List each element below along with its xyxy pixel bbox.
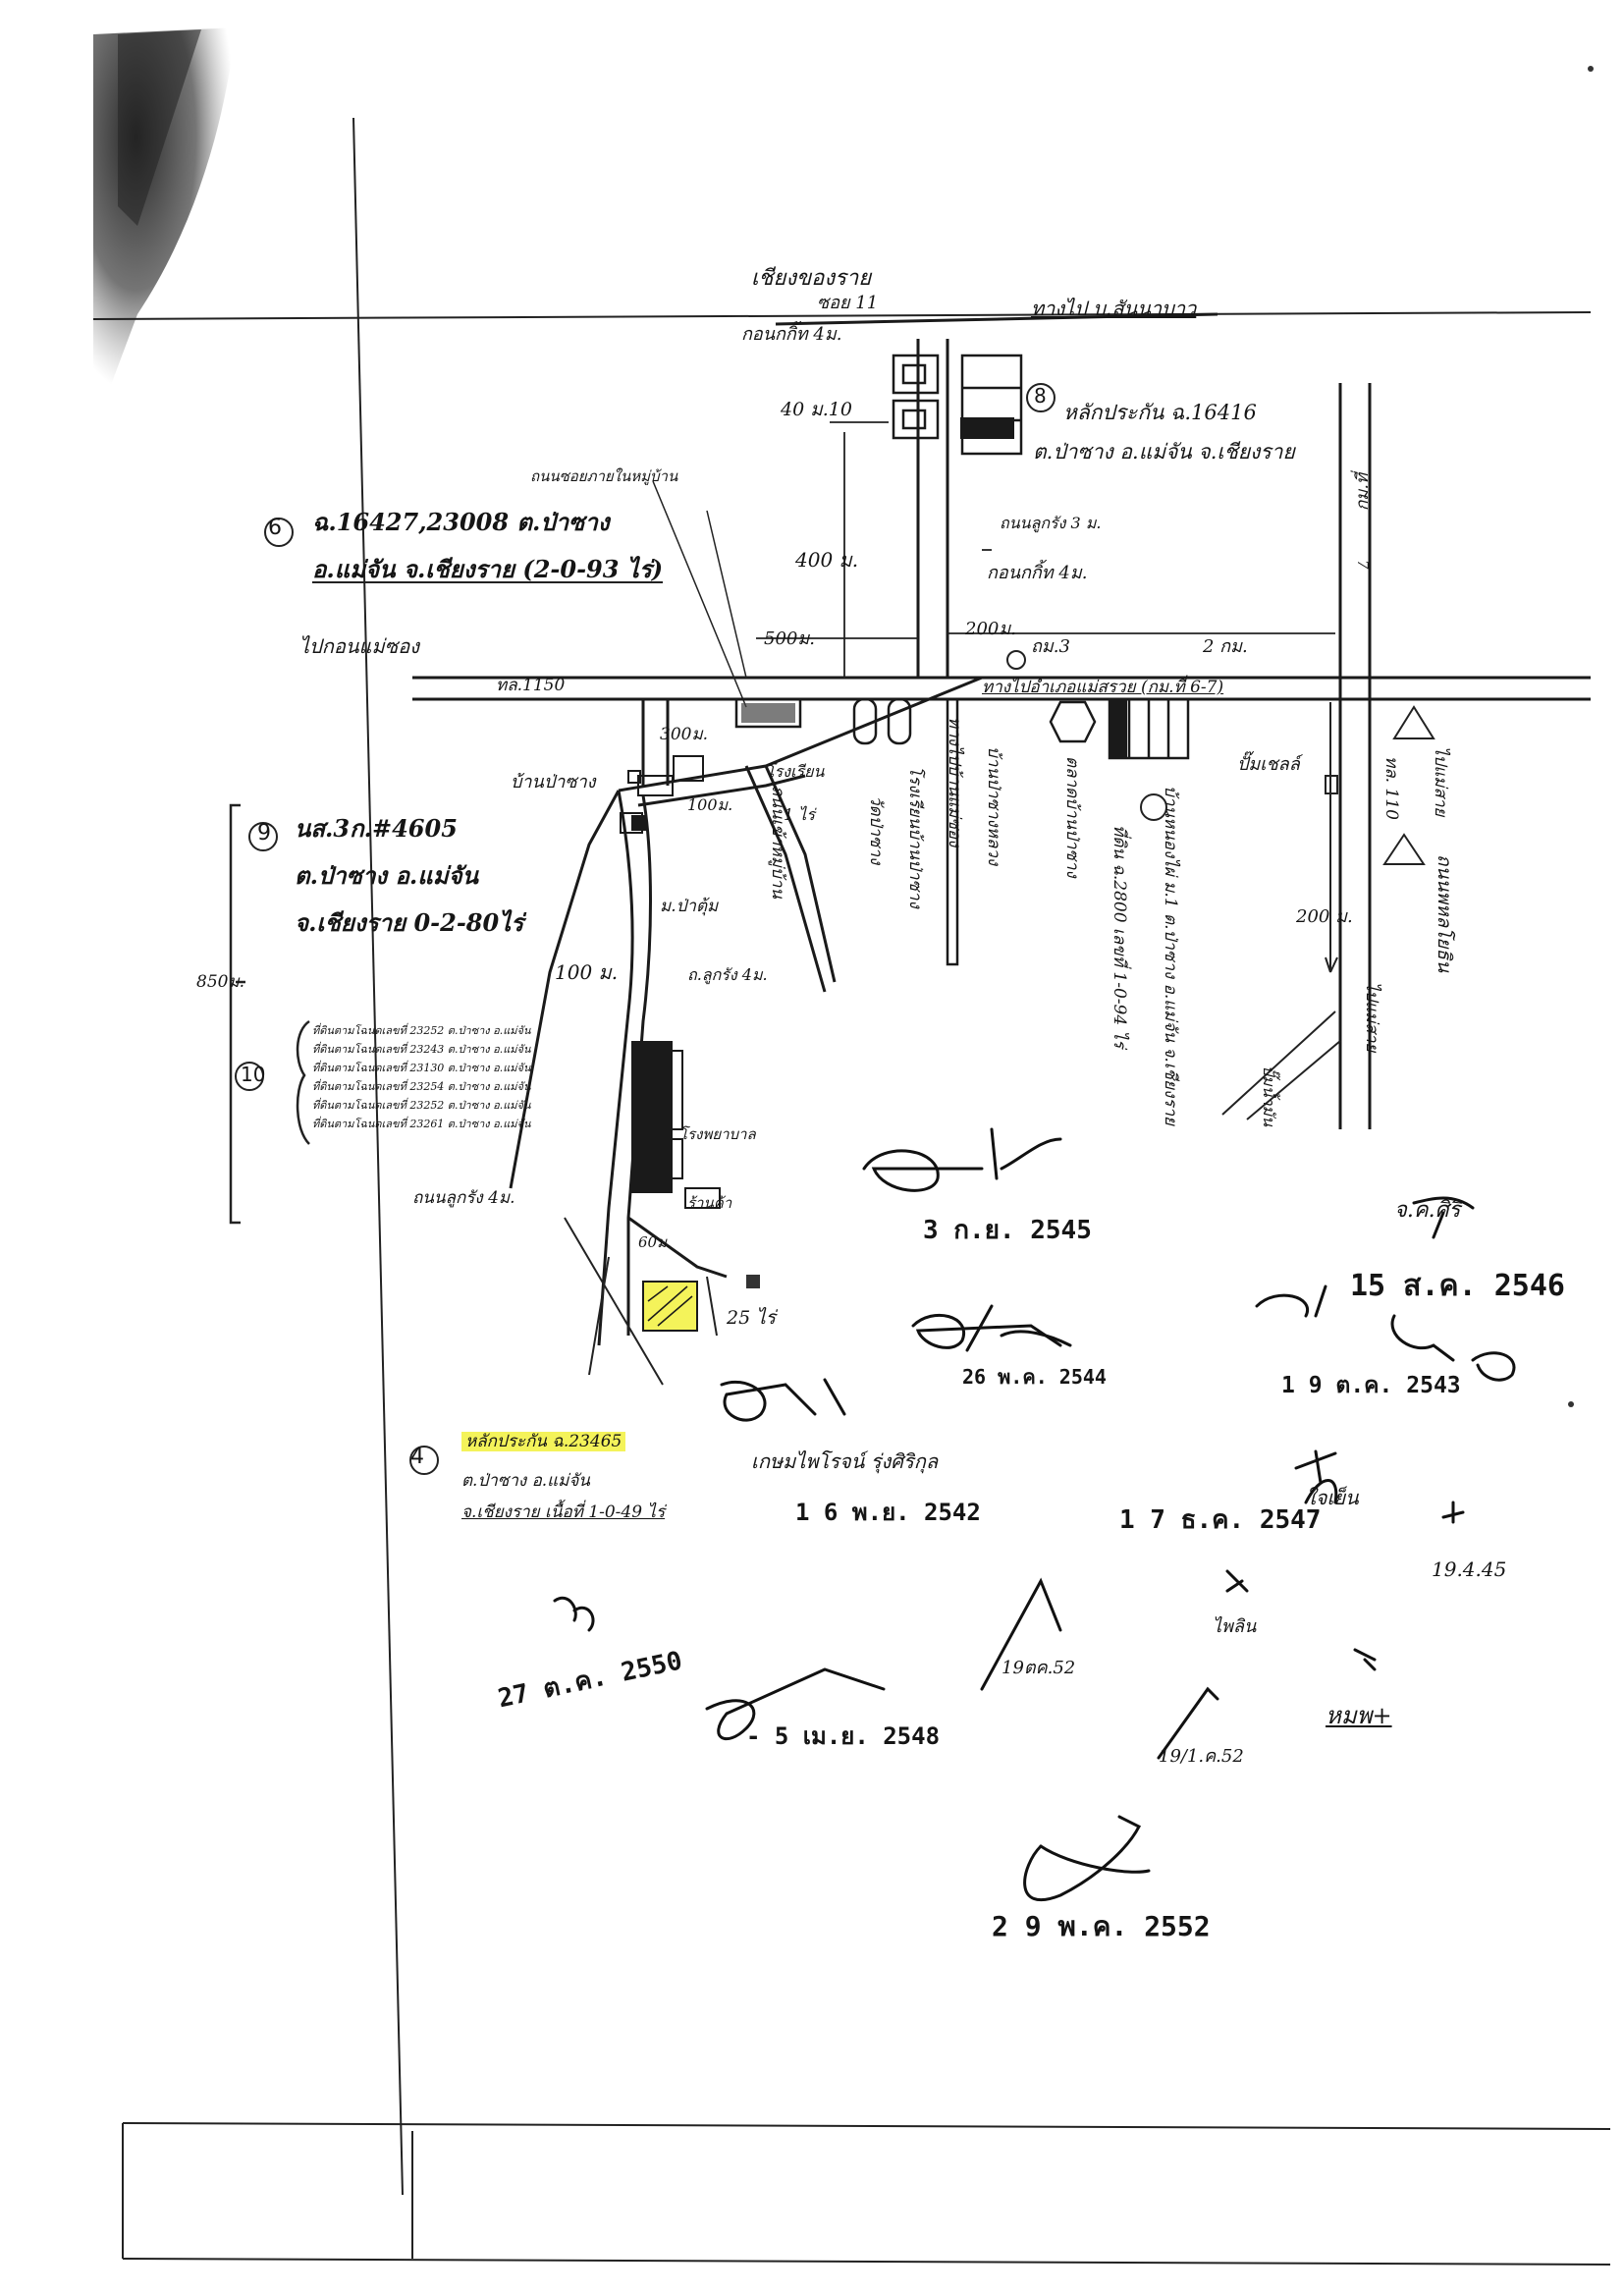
label-8: 8 bbox=[1034, 384, 1047, 408]
distance-60m: 60ม. bbox=[638, 1233, 672, 1251]
note-small: 1 ไร่ bbox=[784, 805, 815, 824]
label-10: 10 bbox=[241, 1063, 266, 1086]
top-border-line bbox=[92, 311, 1592, 320]
stamp-date-3: 1 9 ต.ค. 2543 bbox=[1281, 1373, 1461, 1398]
distance-300m: 300ม. bbox=[660, 725, 709, 744]
label-6: 6 bbox=[268, 516, 282, 540]
distance-400m: 400 ม. bbox=[795, 548, 859, 572]
parcel-10-block-2 bbox=[631, 1139, 673, 1193]
label-9: 9 bbox=[257, 821, 271, 846]
parcel-8-line1: หลักประกัน ฉ.16416 bbox=[1063, 401, 1257, 424]
handwritten-note-8: ไพลิน bbox=[1213, 1616, 1257, 1637]
handwritten-name: เกษมไพโรจน์ รุ่งศิริกุล bbox=[751, 1449, 939, 1473]
stamp-date-8: - 5 เม.ย. 2548 bbox=[746, 1722, 941, 1750]
distance-850m: 850ม. bbox=[196, 972, 245, 992]
distance-100m-a: 100ม. bbox=[687, 795, 733, 814]
distance-100m-b: 100 ม. bbox=[555, 960, 619, 984]
road-sign-right: ทางไปอำเภอแม่สรวย (กม.ที่ 6-7) bbox=[982, 678, 1224, 697]
parcel-4-line1: หลักประกัน ฉ.23465 bbox=[461, 1432, 626, 1451]
handwritten-note-6: 19/1.ค.52 bbox=[1159, 1746, 1244, 1767]
label-7: 7 bbox=[1354, 560, 1372, 570]
road-m3-label: ถม.3 bbox=[1031, 636, 1070, 657]
bottom-border-line-2 bbox=[122, 2258, 1611, 2266]
highway-label: ถนนพหลโยธิน bbox=[1434, 854, 1455, 973]
parcel-10-row: ที่ดินตามโฉนดเลขที่ 23252 ต.ป่าซาง อ.แม่… bbox=[312, 1024, 531, 1037]
km-mid-label: กอนกกิ้ท 4ม. bbox=[987, 563, 1088, 583]
rotated-school2: โรงเรียนบ้านป่าซาง bbox=[905, 766, 925, 908]
parcel-10-row: ที่ดินตามโฉนดเลขที่ 23261 ต.ป่าซาง อ.แม่… bbox=[312, 1118, 531, 1130]
scan-shadow-streak bbox=[118, 29, 201, 226]
parcel-6-line2: อ.แม่จัน จ.เชียงราย (2-0-93 ไร่) bbox=[312, 555, 664, 583]
distance-200m: 200ม. bbox=[965, 619, 1016, 639]
market-label: ตลาดบ้านป่าซาง bbox=[1062, 756, 1082, 878]
parcel-10-block-1 bbox=[631, 1041, 673, 1139]
road-km-small: ถ.ลูกรัง 4ม. bbox=[687, 965, 768, 984]
parcel-4-line3: จ.เชียงราย เนื้อที่ 1-0-49 ไร่ bbox=[461, 1502, 666, 1522]
top-road-right-label: ทางไป บ.สันนาบาว bbox=[1031, 297, 1197, 320]
handwritten-note-2: จ.ค.ศิริ bbox=[1394, 1198, 1461, 1223]
km-top-label: กอนกกิ้ท 4ม. bbox=[741, 324, 842, 345]
parcel-10-row: ที่ดินตามโฉนดเลขที่ 23252 ต.ป่าซาง อ.แม่… bbox=[312, 1099, 531, 1112]
parcel-10-row: ที่ดินตามโฉนดเลขที่ 23130 ต.ป่าซาง อ.แม่… bbox=[312, 1062, 531, 1074]
parcel-9-line3: จ.เชียงราย 0-2-80ไร่ bbox=[295, 908, 524, 937]
stamp-date-9: 2 9 พ.ค. 2552 bbox=[992, 1910, 1211, 1942]
place-small2: ร้านค้า bbox=[687, 1194, 732, 1212]
rotated-mid1: ทางไปบ้านแม่ซอง bbox=[945, 717, 964, 847]
parcel-10-list: ที่ดินตามโฉนดเลขที่ 23252 ต.ป่าซาง อ.แม่… bbox=[312, 1021, 531, 1133]
road-2km-label: 2 กม. bbox=[1203, 636, 1248, 657]
parcel-9-line1: นส.3ก.#4605 bbox=[295, 814, 458, 843]
village-m-label: ม.ป่าตุ้ม bbox=[660, 897, 719, 916]
top-road-left-label: ซอย 11 bbox=[817, 293, 879, 313]
highway-110-label: ทล. 110 bbox=[1381, 756, 1401, 820]
handwritten-note-3: ใจเย็น bbox=[1306, 1486, 1359, 1509]
parcel-7-text: บ้านหนองไผ่ ม.1 ต.ป่าซาง อ.แม่จัน จ.เชีย… bbox=[1161, 786, 1180, 1125]
stamp-date-5: 1 6 พ.ย. 2542 bbox=[795, 1499, 981, 1526]
road-luk-rang: ถนนลูกรัง 4ม. bbox=[412, 1188, 515, 1208]
rotated-road-top: ถนนลูกรัง 3 ม. bbox=[1000, 514, 1102, 532]
handwritten-note-5: 19ตค.52 bbox=[1001, 1658, 1076, 1678]
distance-40m: 40 ม.10 bbox=[781, 399, 852, 420]
small-note-top: ถนนซอยภายในหมู่บ้าน bbox=[530, 467, 678, 485]
label-4: 4 bbox=[410, 1445, 424, 1469]
stamp-date-2: 15 ส.ค. 2546 bbox=[1350, 1269, 1565, 1303]
signatures bbox=[553, 1127, 1516, 1902]
bottom-border-line bbox=[122, 2122, 1611, 2130]
parcel-4-box bbox=[642, 1281, 698, 1332]
parcel-7-text-b: ที่ดิน ฉ.2800 เลขที่ 1-0-94 ไร่ bbox=[1110, 825, 1129, 1049]
top-road-horizontal bbox=[775, 312, 1218, 326]
place-small: โรงพยาบาล bbox=[679, 1125, 756, 1143]
stamp-date-6: 1 7 ธ.ค. 2547 bbox=[1119, 1505, 1322, 1535]
distance-500m: 500ม. bbox=[764, 628, 815, 649]
school-label: โรงเรียน bbox=[766, 762, 825, 781]
parcel-4-line2: ต.ป่าซาง อ.แม่จัน bbox=[461, 1471, 590, 1491]
village-pasang: บ้านป่าซาง bbox=[511, 772, 596, 792]
rotated-road-right: ถนนเข้าหมู่บ้าน bbox=[768, 786, 787, 899]
parcel-8-line2: ต.ป่าซาง อ.แม่จัน จ.เชียงราย bbox=[1033, 440, 1295, 464]
stamp-date-4: 26 พ.ค. 2544 bbox=[962, 1365, 1107, 1389]
highway-sign-2: ไปแม่สาย bbox=[1362, 982, 1381, 1053]
station-label: ปั๊มน้ำมัน bbox=[1260, 1065, 1278, 1127]
to-left-label: ไปกอนแม่ซอง bbox=[299, 634, 419, 658]
left-border-line bbox=[352, 117, 404, 2196]
handwritten-note-7: หมพ+ bbox=[1326, 1702, 1392, 1729]
rotated-mid2: บ้านป่าซางหลวง bbox=[984, 746, 1003, 866]
parcel-6-line1: ฉ.16427,23008 ต.ป่าซาง bbox=[312, 508, 610, 536]
highway-sign-top: กม.ที่ bbox=[1353, 472, 1373, 511]
handwritten-note-4: 19.4.45 bbox=[1432, 1557, 1507, 1581]
temple-label: วัดป่าซาง bbox=[866, 795, 886, 865]
distance-200m-right: 200 ม. bbox=[1296, 906, 1353, 927]
road-1150-label: ทล.1150 bbox=[496, 676, 566, 695]
gas-station-label: ปั๊มเชลล์ bbox=[1237, 754, 1300, 775]
parcel-4-highlight: หลักประกัน ฉ.23465 bbox=[461, 1432, 626, 1451]
parcel-10-row: ที่ดินตามโฉนดเลขที่ 23254 ต.ป่าซาง อ.แม่… bbox=[312, 1080, 531, 1093]
top-direction-label: เชียงของราย bbox=[751, 266, 872, 291]
parcel-10-row: ที่ดินตามโฉนดเลขที่ 23243 ต.ป่าซาง อ.แม่… bbox=[312, 1043, 531, 1056]
highway-sign: ไปแม่สาย bbox=[1431, 746, 1450, 817]
parcel-8-marker bbox=[960, 417, 1014, 439]
note-25-rai: 25 ไร่ bbox=[727, 1307, 776, 1329]
parcel-9-line2: ต.ป่าซาง อ.แม่จัน bbox=[295, 861, 479, 890]
stamp-date-1: 3 ก.ย. 2545 bbox=[923, 1216, 1092, 1245]
